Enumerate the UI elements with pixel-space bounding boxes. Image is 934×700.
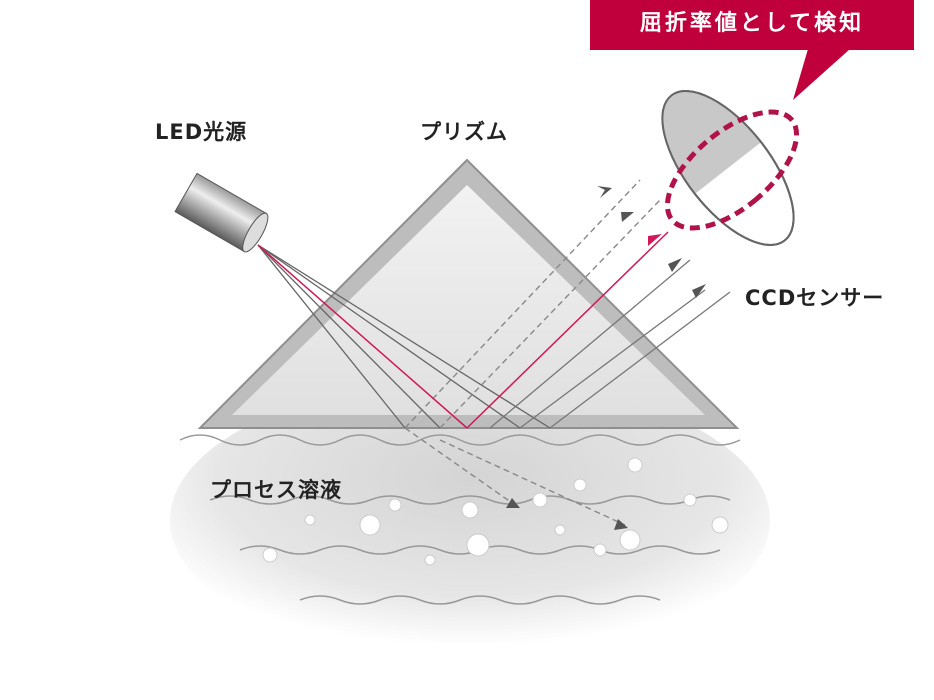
critical-ray [257,231,669,429]
callout-box [590,0,914,50]
incident-rays [257,244,551,429]
prism-label: プリズム [420,120,508,144]
arrow-head [648,234,662,246]
detection-highlight [664,109,800,231]
reflected-rays [489,259,731,429]
callout-text: 屈折率値として検知 [639,11,865,36]
callout-pointer [793,49,850,100]
dashed-rays [404,179,661,526]
arrow-head [692,284,706,298]
solution-label: プロセス溶液 [210,478,342,502]
arrow-head [668,258,682,272]
ccd-sensor [661,90,795,246]
led-label: LED光源 [155,120,248,144]
bubbles [262,457,729,566]
arrow-head [621,212,634,222]
arrow-head [614,519,628,530]
led-light-source [174,172,269,253]
arrow-head [597,186,612,198]
sensor-label: CCDセンサー [745,286,885,310]
arrow-head [506,498,520,508]
process-solution [170,380,770,660]
